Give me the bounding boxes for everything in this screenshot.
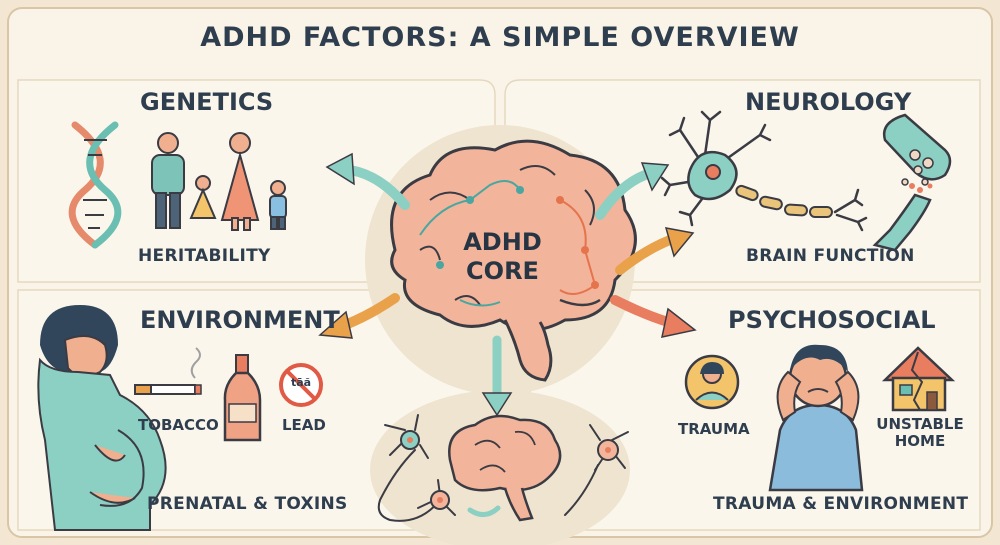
central-brain-icon bbox=[390, 139, 637, 382]
arrow-to-environment bbox=[318, 293, 400, 339]
environment-caption: PRENATAL & TOXINS bbox=[147, 494, 348, 514]
dna-icon bbox=[68, 121, 122, 249]
page-title: ADHD FACTORS: A SIMPLE OVERVIEW bbox=[200, 22, 800, 53]
bottom-brain-icon bbox=[448, 414, 562, 522]
synapse-icon bbox=[872, 113, 952, 252]
pregnant-woman-icon bbox=[37, 305, 167, 531]
neurology-caption: BRAIN FUNCTION bbox=[746, 246, 915, 266]
bottle-icon bbox=[223, 354, 262, 442]
arrow-down bbox=[481, 335, 513, 417]
genetics-caption: HERITABILITY bbox=[138, 246, 271, 266]
psychosocial-caption: TRAUMA & ENVIRONMENT bbox=[713, 494, 969, 514]
cigarette-icon bbox=[134, 347, 202, 395]
family-icon bbox=[151, 132, 287, 231]
psychosocial-heading: PSYCHOSOCIAL bbox=[728, 306, 936, 334]
arrow-to-psychosocial bbox=[610, 295, 697, 338]
trauma-face-icon bbox=[684, 354, 740, 410]
arrow-to-neurology bbox=[595, 162, 670, 220]
core-label-line2: CORE bbox=[466, 257, 539, 285]
neuron-icon bbox=[660, 110, 868, 232]
arrow-to-genetics bbox=[325, 152, 410, 210]
broken-house-icon bbox=[881, 346, 956, 412]
neurology-heading: NEUROLOGY bbox=[745, 88, 912, 116]
core-label: ADHD CORE bbox=[455, 228, 550, 286]
arrow-to-brain-function bbox=[615, 227, 695, 275]
distressed-child-icon bbox=[768, 344, 864, 492]
core-label-line1: ADHD bbox=[463, 228, 542, 256]
environment-heading: ENVIRONMENT bbox=[140, 306, 340, 334]
unstable-home-line1: UNSTABLE bbox=[876, 415, 964, 433]
no-lead-sign-icon bbox=[279, 363, 323, 407]
trauma-label: TRAUMA bbox=[678, 420, 750, 438]
lead-sign-text: tāă bbox=[290, 376, 312, 389]
lead-label: LEAD bbox=[282, 416, 326, 434]
bottom-neurons-icon bbox=[377, 414, 629, 522]
unstable-home-label: UNSTABLE HOME bbox=[875, 416, 965, 450]
unstable-home-line2: HOME bbox=[894, 432, 946, 450]
tobacco-label: TOBACCO bbox=[138, 416, 219, 434]
genetics-heading: GENETICS bbox=[140, 88, 274, 116]
